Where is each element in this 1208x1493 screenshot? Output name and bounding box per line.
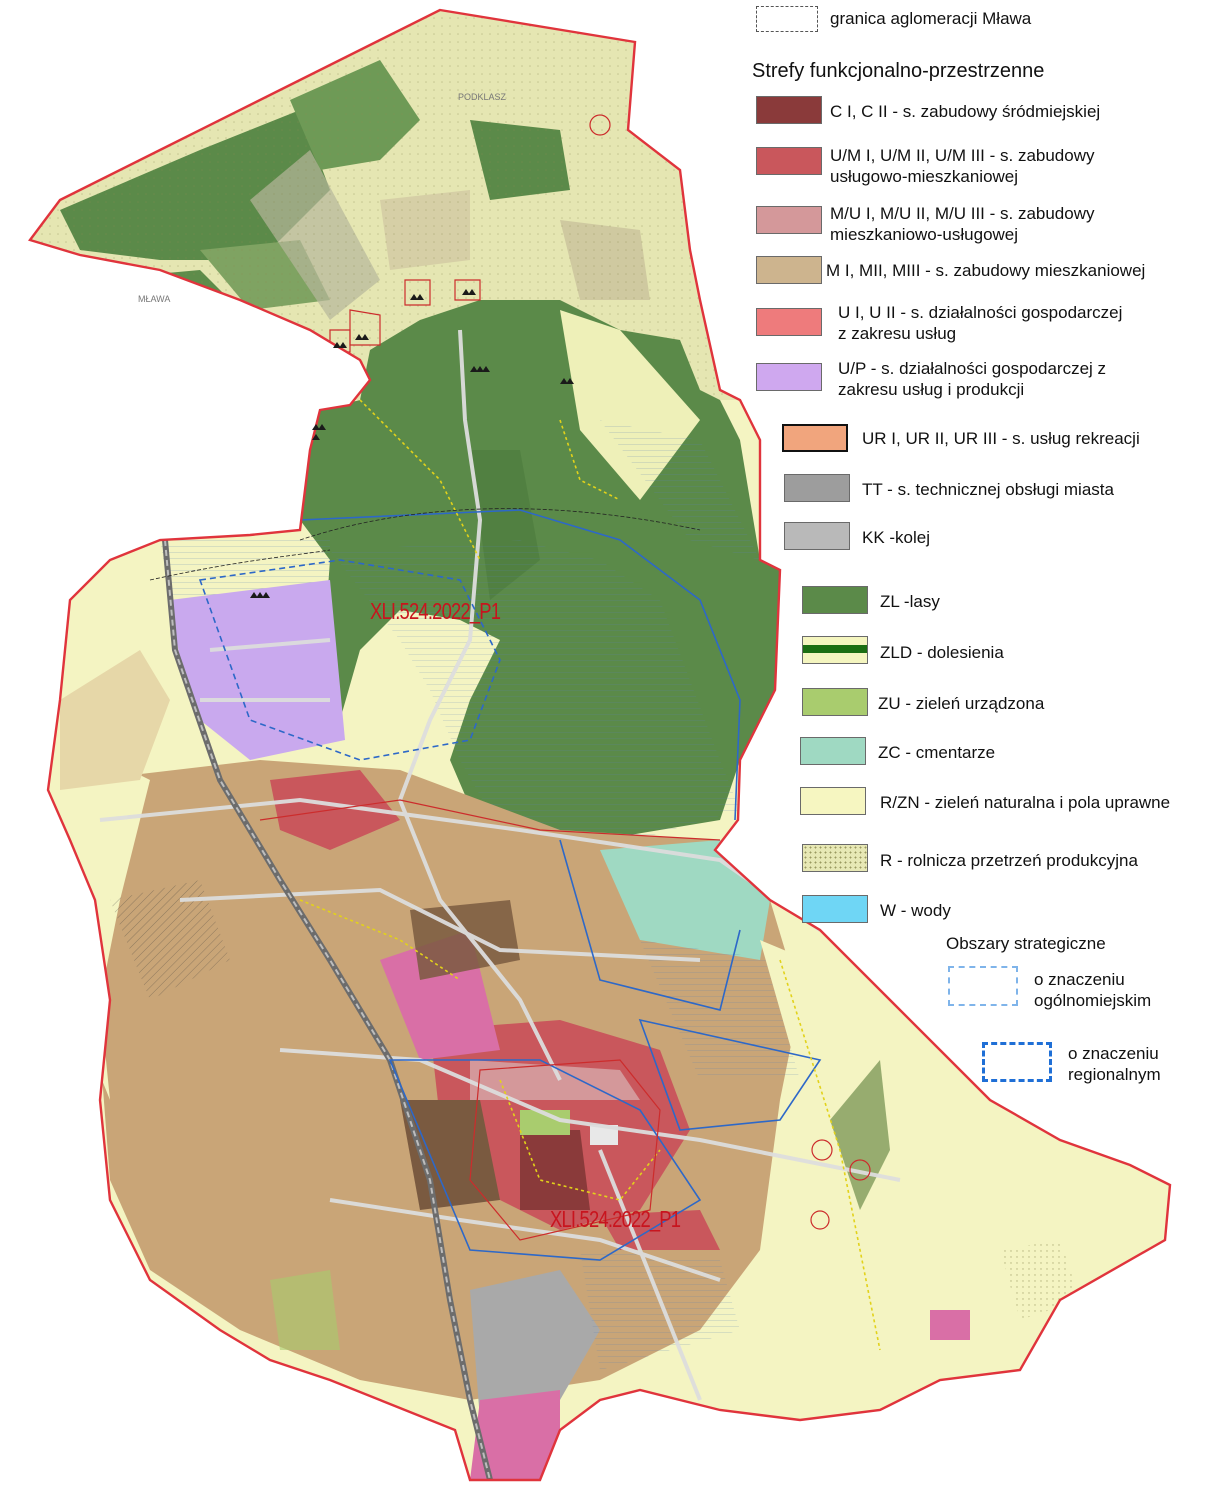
legend-swatch-zld: [802, 636, 868, 664]
legend-swatch-strategic-region: [982, 1042, 1052, 1082]
legend-label-strategic-city-1: o znaczeniu: [1034, 970, 1125, 989]
legend-label-c: C I, C II - s. zabudowy śródmiejskiej: [830, 102, 1101, 121]
legend-label-u-2: z zakresu usług: [838, 324, 957, 343]
centre-core: [520, 1130, 590, 1210]
yellow-lines: [299, 399, 881, 1351]
legend-heading-strategic: Obszary strategiczne: [946, 934, 1106, 953]
legend-label-zc: ZC - cmentarze: [878, 743, 996, 762]
legend-swatch-w: [802, 895, 868, 923]
legend-swatch-tt: [784, 474, 850, 502]
cemetery: [600, 840, 770, 960]
rail-arc: [149, 508, 701, 581]
legend-swatch-mu: [756, 206, 822, 234]
legend-swatch-um: [756, 147, 822, 175]
legend-label-up-2: zakresu usług i produkcji: [838, 380, 1025, 399]
legend-swatch-strategic-city: [948, 966, 1018, 1006]
south-technical: [470, 1270, 600, 1420]
legend-label-m: M I, MII, MIII - s. zabudowy mieszkaniow…: [826, 261, 1146, 280]
legend-swatch-zu: [802, 688, 868, 716]
legend-label-rzn: R/ZN - zieleń naturalna i pola uprawne: [880, 793, 1171, 812]
legend-label-kk: KK -kolej: [862, 528, 931, 547]
legend-label-um-1: U/M I, U/M II, U/M III - s. zabudowy: [830, 146, 1095, 165]
legend-label-tt: TT - s. technicznej obsługi miasta: [862, 480, 1114, 499]
red-lines: [259, 114, 871, 1241]
legend-label-zl: ZL -lasy: [880, 592, 940, 611]
legend-label-mu-1: M/U I, M/U II, M/U III - s. zabudowy: [830, 204, 1095, 223]
legend-label-zu: ZU - zieleń urządzona: [878, 694, 1045, 713]
legend-swatch-m: [756, 256, 822, 284]
legend-swatch-u: [756, 308, 822, 336]
plan-label-south: XLI.524.2022_P1: [550, 1206, 681, 1232]
legend-swatch-boundary: [756, 6, 818, 32]
plan-label-north: XLI.524.2022_P1: [370, 598, 501, 624]
legend-label-w: W - wody: [880, 901, 951, 920]
legend-swatch-rzn: [800, 787, 866, 815]
legend-swatch-kk: [784, 522, 850, 550]
legend-label-strategic-region-2: regionalnym: [1068, 1065, 1161, 1084]
legend-label-zld: ZLD - dolesienia: [880, 643, 1004, 662]
legend-swatch-ur: [782, 424, 848, 452]
legend-label-up-1: U/P - s. działalności gospodarczej z: [838, 359, 1107, 378]
legend-swatch-zl: [802, 586, 868, 614]
legend-label-um-2: usługowo-mieszkaniowej: [830, 167, 1019, 186]
strategic-regional: [198, 509, 822, 1261]
legend-swatch-c: [756, 96, 822, 124]
place-name-podklasz: PODKLASZ: [458, 92, 507, 102]
legend-label-u-1: U I, U II - s. działalności gospodarczej: [838, 303, 1123, 322]
place-name-mlawa: MŁAWA: [138, 294, 171, 304]
legend-label-boundary: granica aglomeracji Mława: [830, 9, 1032, 28]
industrial-zone: [170, 580, 345, 760]
west-hatched: [110, 880, 230, 1000]
legend-label-ur: UR I, UR II, UR III - s. usług rekreacji: [862, 429, 1140, 448]
map-symbols: [250, 289, 574, 598]
legend-heading-zones: Strefy funkcjonalno-przestrzenne: [752, 60, 1045, 82]
legend-label-r: R - rolnicza przetrzeń produkcyjna: [880, 851, 1138, 870]
legend-label-strategic-city-2: ogólnomiejskim: [1034, 991, 1152, 1010]
legend-swatch-up: [756, 363, 822, 391]
legend-label-mu-2: mieszkaniowo-usługowej: [830, 225, 1019, 244]
legend-swatch-r: [802, 844, 868, 872]
legend-label-strategic-region-1: o znaczeniu: [1068, 1044, 1159, 1063]
legend-swatch-zc: [800, 737, 866, 765]
